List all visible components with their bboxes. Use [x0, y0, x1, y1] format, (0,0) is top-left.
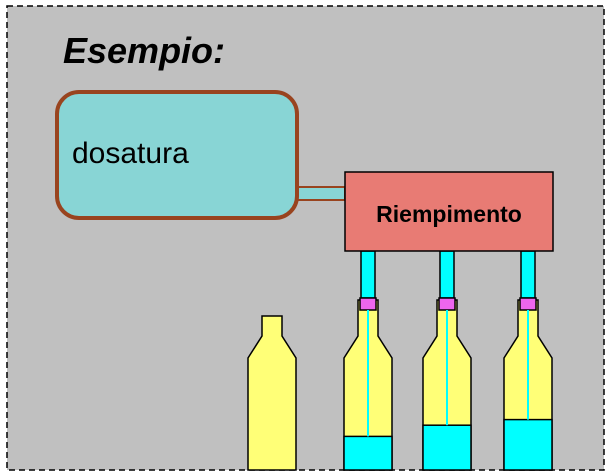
dosatura-box	[55, 90, 299, 220]
nozzle-group	[360, 250, 536, 299]
dosatura-connector	[296, 186, 346, 201]
valve-b1	[359, 297, 377, 311]
bottle-empty	[247, 315, 297, 471]
liquid-b1	[343, 435, 393, 471]
bottle-group	[247, 297, 553, 471]
nozzle-tube-b2	[439, 250, 455, 299]
liquid-b3	[503, 418, 553, 471]
valve-b3	[519, 297, 537, 311]
dosatura-label: dosatura	[72, 137, 189, 170]
diagram-title: Esempio:	[63, 30, 225, 71]
riempimento-box	[344, 171, 554, 252]
valve-b2	[438, 297, 456, 311]
riempimento-label: Riempimento	[376, 201, 522, 227]
nozzle-tube-b3	[520, 250, 536, 299]
nozzle-tube-b1	[360, 250, 376, 299]
liquid-b2	[422, 424, 472, 471]
